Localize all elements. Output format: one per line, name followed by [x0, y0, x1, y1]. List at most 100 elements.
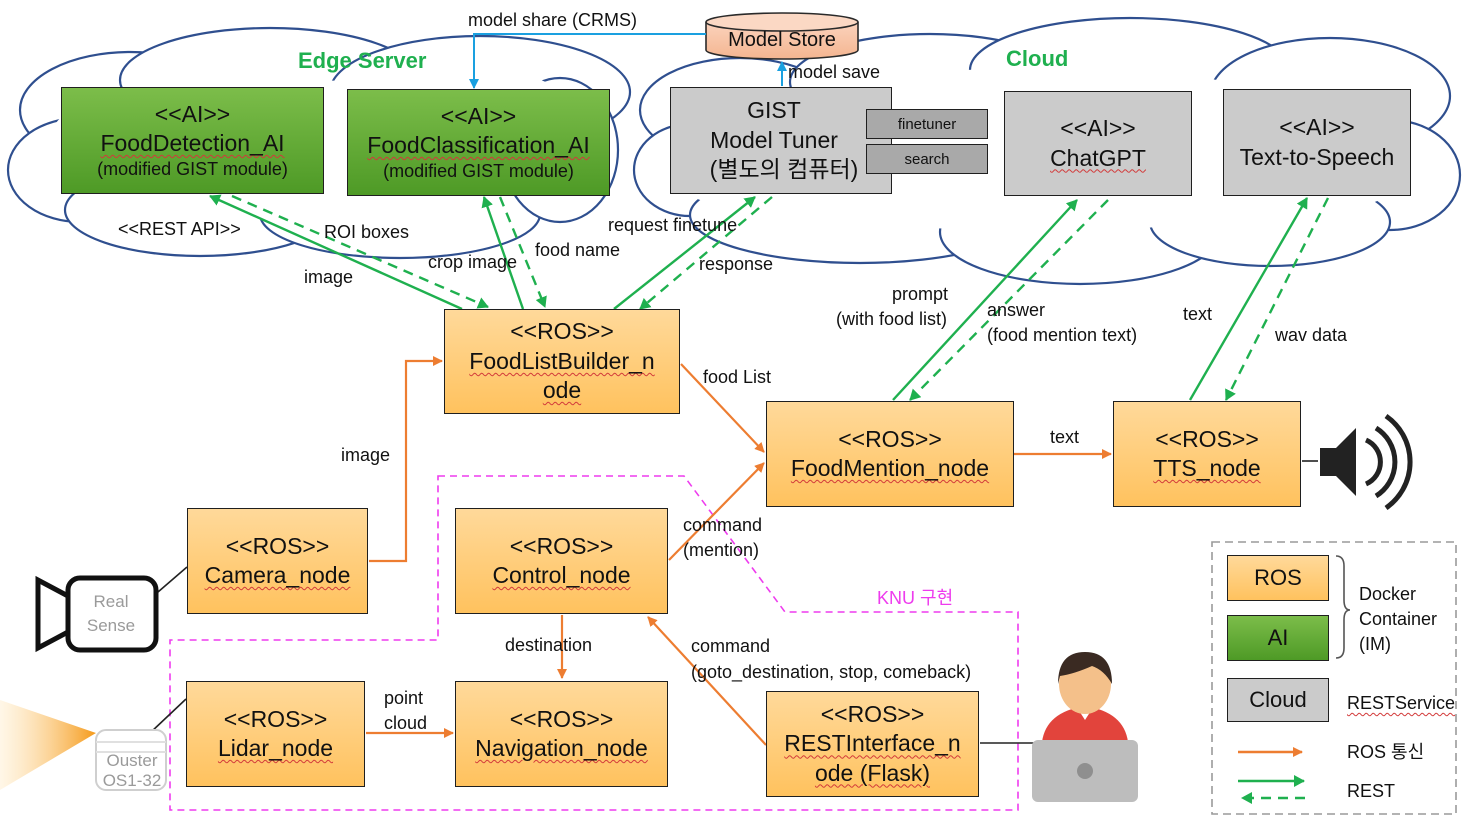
destination-label: destination	[505, 635, 593, 655]
ros-command-mention-arrow	[668, 462, 765, 561]
command-label-2: (mention)	[683, 540, 760, 560]
stereotype-label: <<AI>>	[1060, 115, 1136, 142]
text-ros-label: text	[1050, 427, 1080, 447]
realsense-line1: Real	[93, 592, 129, 611]
legend-rest-service-label: RESTService	[1347, 693, 1456, 713]
tuner-line3: (별도의 컴퓨터)	[709, 156, 859, 183]
rest-response-arrow	[639, 196, 773, 310]
rest-roi-boxes-arrow	[231, 194, 489, 309]
prompt-label-1: prompt	[892, 284, 949, 304]
model-save-label: model save	[788, 62, 881, 82]
rest-request-finetune-arrow	[613, 196, 756, 310]
knu-label: KNU 구현	[877, 588, 954, 608]
speaker-icon	[1320, 413, 1413, 511]
stereotype-label: <<AI>>	[154, 100, 231, 127]
ouster-label: Ouster OS1-32	[96, 751, 168, 792]
command-nav-label-2: (goto_destination, stop, comeback)	[691, 662, 972, 682]
node-name: TTS_node	[1153, 455, 1261, 481]
camera-node[interactable]: <<ROS>> Camera_node	[187, 508, 368, 614]
text-to-speech-box[interactable]: <<AI>> Text-to-Speech	[1223, 89, 1411, 196]
legend-ros-box: ROS	[1227, 555, 1329, 601]
node-name: Control_node	[492, 562, 631, 588]
search-tool[interactable]: search	[866, 144, 988, 174]
command-nav-label-1: command	[691, 636, 771, 656]
model-store-db	[705, 12, 859, 60]
rest-image-arrow	[209, 194, 463, 311]
rest-text-arrow	[1188, 197, 1309, 401]
stereotype-label: <<ROS>>	[509, 705, 614, 732]
tuner-line2: Model Tuner	[710, 126, 838, 153]
text-rest-label: text	[1183, 304, 1213, 324]
legend-frame	[1211, 541, 1457, 815]
legend-cloud-box: Cloud	[1227, 678, 1329, 722]
node-name-line2: ode (Flask)	[814, 759, 931, 786]
knu-boundary	[169, 475, 1019, 811]
chatgpt-box[interactable]: <<AI>> ChatGPT	[1004, 91, 1192, 196]
docker-line1: Docker	[1359, 584, 1417, 604]
food-name-label: food name	[535, 240, 621, 260]
point-cloud-label-1: point	[384, 688, 424, 708]
ros-food-list-arrow	[680, 363, 765, 453]
stereotype-label: <<ROS>>	[838, 425, 942, 452]
finetuner-tool[interactable]: finetuner	[866, 109, 988, 139]
node-name-line1: FoodListBuilder_n	[469, 347, 655, 374]
tts-node[interactable]: <<ROS>> TTS_node	[1113, 401, 1301, 507]
point-cloud-label-2: cloud	[384, 713, 428, 733]
answer-label-2: (food mention text)	[987, 325, 1138, 345]
docker-line3: (IM)	[1359, 634, 1391, 655]
ouster-line1: Ouster	[106, 751, 158, 770]
edge-server-title: Edge Server	[298, 48, 427, 73]
food-list-builder-node[interactable]: <<ROS>> FoodListBuilder_n ode	[444, 309, 680, 414]
node-note: (modified GIST module)	[97, 159, 288, 180]
ros-command-nav-arrow	[647, 616, 767, 746]
legend-docker-label: Docker Container (IM)	[1359, 582, 1437, 658]
legend-rest-label: REST	[1347, 781, 1396, 801]
control-node[interactable]: <<ROS>> Control_node	[455, 508, 668, 614]
crop-image-label: crop image	[428, 252, 518, 272]
wav-data-label: wav data	[1275, 325, 1348, 345]
node-name: Lidar_node	[217, 735, 334, 761]
rest-food-name-arrow	[498, 196, 547, 308]
cloud-title: Cloud	[1006, 46, 1069, 71]
legend-brace	[1335, 555, 1351, 659]
stereotype-label: <<ROS>>	[820, 700, 925, 727]
user-icon	[1032, 652, 1138, 802]
rest-wav-arrow	[1224, 197, 1330, 401]
camera-icon	[35, 575, 159, 653]
food-detection-ai-box[interactable]: <<AI>> FoodDetection_AI (modified GIST m…	[61, 87, 324, 194]
stereotype-label: <<ROS>>	[223, 705, 328, 732]
navigation-node[interactable]: <<ROS>> Navigation_node	[455, 681, 668, 787]
node-name: Navigation_node	[475, 735, 648, 761]
model-tuner-box[interactable]: GIST Model Tuner (별도의 컴퓨터)	[670, 87, 892, 194]
ros-image-arrow	[369, 356, 443, 563]
lidar-icon	[0, 700, 167, 791]
node-name-line2: ode	[542, 377, 582, 404]
docker-line2: Container	[1359, 609, 1438, 630]
rest-interface-node[interactable]: <<ROS>> RESTInterface_n ode (Flask)	[766, 691, 979, 797]
food-list-label: food List	[703, 367, 772, 387]
stereotype-label: <<AI>>	[440, 102, 517, 129]
roi-boxes-label: ROI boxes	[324, 222, 410, 242]
stereotype-label: <<ROS>>	[225, 532, 330, 559]
realsense-line2: Sense	[86, 615, 136, 635]
model-share-arrow	[469, 33, 706, 89]
food-classification-ai-box[interactable]: <<AI>> FoodClassification_AI (modified G…	[347, 89, 610, 196]
command-label-1: command	[683, 515, 763, 535]
stereotype-label: <<AI>>	[1279, 114, 1355, 141]
stereotype-label: <<ROS>>	[509, 532, 614, 559]
node-name: Camera_node	[204, 562, 351, 588]
stereotype-label: <<ROS>>	[1155, 425, 1259, 452]
node-name: FoodClassification_AI	[367, 131, 590, 158]
model-store-label: Model Store	[728, 28, 836, 51]
rest-prompt-arrow	[892, 199, 1078, 401]
legend-ros-comm-label: ROS 통신	[1347, 742, 1425, 762]
node-name: Text-to-Speech	[1239, 143, 1395, 170]
food-mention-node[interactable]: <<ROS>> FoodMention_node	[766, 401, 1014, 507]
ouster-line2: OS1-32	[102, 771, 162, 791]
rest-crop-image-arrow	[481, 196, 525, 310]
response-label: response	[699, 254, 774, 274]
node-note: (modified GIST module)	[383, 161, 574, 182]
request-finetune-label: request finetune	[608, 215, 738, 235]
rest-answer-arrow	[909, 199, 1109, 401]
lidar-node[interactable]: <<ROS>> Lidar_node	[186, 681, 365, 787]
